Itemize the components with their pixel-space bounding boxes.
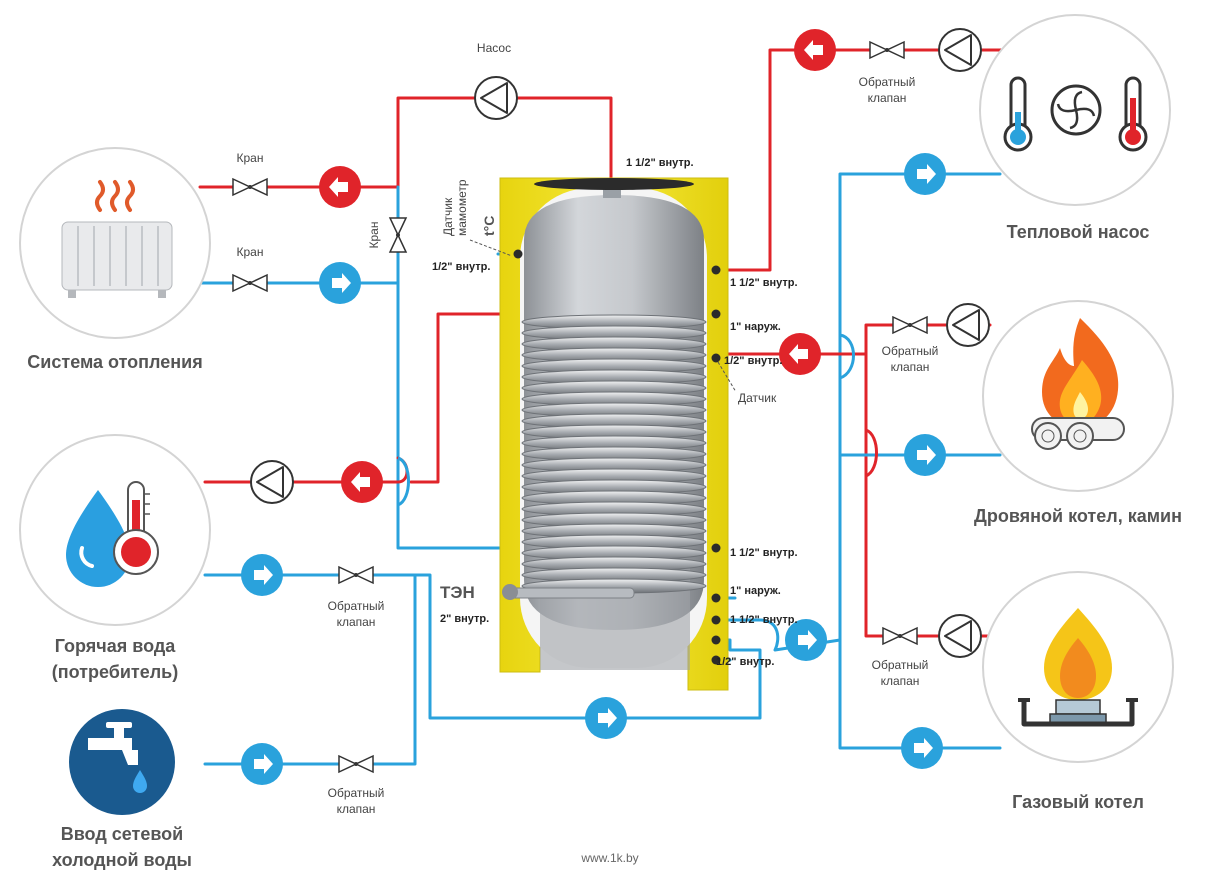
hot-thermometer-icon	[1118, 76, 1148, 152]
wood-return-flow-arrow	[904, 434, 946, 476]
pump-top-label: Насос	[477, 41, 511, 55]
port-r4-label: 1 1/2" внутр.	[730, 547, 798, 559]
storage-tank	[499, 177, 729, 691]
lower-coil-return-flow-arrow	[785, 619, 827, 661]
heat-pump-node[interactable]	[979, 14, 1171, 206]
port-connector	[513, 249, 523, 259]
gas-return-flow-arrow	[901, 727, 943, 769]
sensor-right-label: Датчик	[738, 391, 777, 405]
heat-pump-title: Тепловой насос	[1007, 222, 1150, 242]
hot-water-title-1: Горячая вода	[55, 636, 177, 656]
check-valve-heat-pump-label: клапан	[868, 91, 907, 105]
cold-water-title-1: Ввод сетевой	[61, 824, 184, 844]
hot-water-node[interactable]	[19, 434, 211, 626]
port-connector	[711, 615, 721, 625]
sensor-manometer-label: Датчик мамометр	[441, 179, 469, 236]
port-left-upper-label: 1/2" внутр.	[432, 261, 490, 273]
heat-exchanger-coil	[521, 314, 707, 594]
sensor-manometer-line1: Датчик	[441, 197, 455, 236]
cold-in-flow-arrow	[241, 743, 283, 785]
cold-bottom-flow-arrow	[585, 697, 627, 739]
pump-hot-water[interactable]	[250, 460, 294, 504]
check-valve-wood-label: клапан	[891, 360, 930, 374]
valve-tap-1[interactable]	[232, 178, 268, 196]
heating-return-flow-arrow	[319, 262, 361, 304]
cold-water-node[interactable]	[69, 709, 175, 815]
valve-tap-1-label: Кран	[237, 151, 264, 165]
cold-inlet-pipe	[413, 573, 762, 720]
wood-boiler-node[interactable]	[982, 300, 1174, 492]
heat-pump-return-flow-arrow	[904, 153, 946, 195]
fan-icon	[1050, 84, 1102, 136]
check-valve-hot-label: Обратный	[328, 599, 385, 613]
tap-icon	[88, 722, 147, 793]
pump-gas[interactable]	[938, 614, 982, 658]
port-connector	[711, 593, 721, 603]
check-valve-gas[interactable]	[882, 627, 918, 645]
heating-title: Система отопления	[27, 352, 202, 372]
port-connector	[711, 265, 721, 275]
radiator-icon	[61, 180, 173, 298]
temp-symbol: t°C	[481, 216, 497, 236]
port-connector	[711, 353, 721, 363]
heat-pump-supply-flow-arrow	[794, 29, 836, 71]
lower-coil-pipe	[714, 618, 842, 652]
pump-top[interactable]	[474, 76, 518, 120]
port-r2-label: 1" наруж.	[730, 321, 781, 333]
watermark: www.1k.by	[580, 851, 638, 865]
port-ten-label: 2" внутр.	[440, 613, 489, 625]
port-r1-label: 1 1/2" внутр.	[730, 277, 798, 289]
hot-water-in-flow-arrow	[241, 554, 283, 596]
gas-flame-icon	[1044, 608, 1112, 700]
gas-boiler-title: Газовый котел	[1012, 792, 1144, 812]
port-r6-label: 1 1/2" внутр.	[730, 614, 798, 626]
check-valve-gas-label: Обратный	[872, 658, 929, 672]
cold-thermometer-icon	[1003, 76, 1033, 152]
check-valve-cold-label: клапан	[337, 802, 376, 816]
heating-system-node[interactable]	[19, 147, 211, 339]
hot-water-title-2: (потребитель)	[52, 662, 179, 682]
check-valve-wood[interactable]	[892, 316, 928, 334]
heating-supply-pipe	[198, 96, 613, 189]
check-valve-wood-label: Обратный	[882, 344, 939, 358]
hot-water-out-flow-arrow	[341, 461, 383, 503]
pump-wood[interactable]	[946, 303, 990, 347]
hot-water-blue-pipe	[203, 573, 417, 766]
port-top-label: 1 1/2" внутр.	[626, 157, 694, 169]
check-valve-heat-pump[interactable]	[869, 41, 905, 59]
wood-boiler-title: Дровяной котел, камин	[974, 506, 1182, 526]
valve-tap-vertical-label: Кран	[367, 222, 381, 249]
check-valve-hot[interactable]	[338, 566, 374, 584]
valve-tap-vertical[interactable]	[389, 217, 407, 253]
cold-water-title-2: холодной воды	[52, 850, 192, 870]
logs-icon	[1031, 417, 1125, 450]
water-drop-icon	[66, 490, 130, 587]
check-valve-cold-label: Обратный	[328, 786, 385, 800]
ten-label: ТЭН	[440, 583, 475, 602]
check-valve-heat-pump-label: Обратный	[859, 75, 916, 89]
thermometer-icon	[113, 481, 159, 575]
wood-supply-flow-arrow	[779, 333, 821, 375]
check-valve-cold[interactable]	[338, 755, 374, 773]
port-r7-label: 1/2" внутр.	[716, 656, 774, 668]
port-r5-label: 1" наруж.	[730, 585, 781, 597]
valve-tap-2-label: Кран	[237, 245, 264, 259]
port-connector	[711, 635, 721, 645]
check-valve-gas-label: клапан	[881, 674, 920, 688]
port-connector	[711, 655, 721, 665]
burner-icon	[1018, 698, 1138, 727]
heating-supply-flow-arrow	[319, 166, 361, 208]
gas-boiler-node[interactable]	[982, 571, 1174, 763]
valve-tap-2[interactable]	[232, 274, 268, 292]
sensor-manometer-line2: мамометр	[455, 179, 469, 236]
check-valve-hot-label: клапан	[337, 615, 376, 629]
flame-icon	[1042, 318, 1119, 428]
wood-supply-pipe	[864, 323, 992, 638]
port-connector	[711, 543, 721, 553]
pump-heat-pump[interactable]	[938, 28, 982, 72]
port-r3-label: 1/2" внутр.	[724, 355, 782, 367]
port-connector	[711, 309, 721, 319]
